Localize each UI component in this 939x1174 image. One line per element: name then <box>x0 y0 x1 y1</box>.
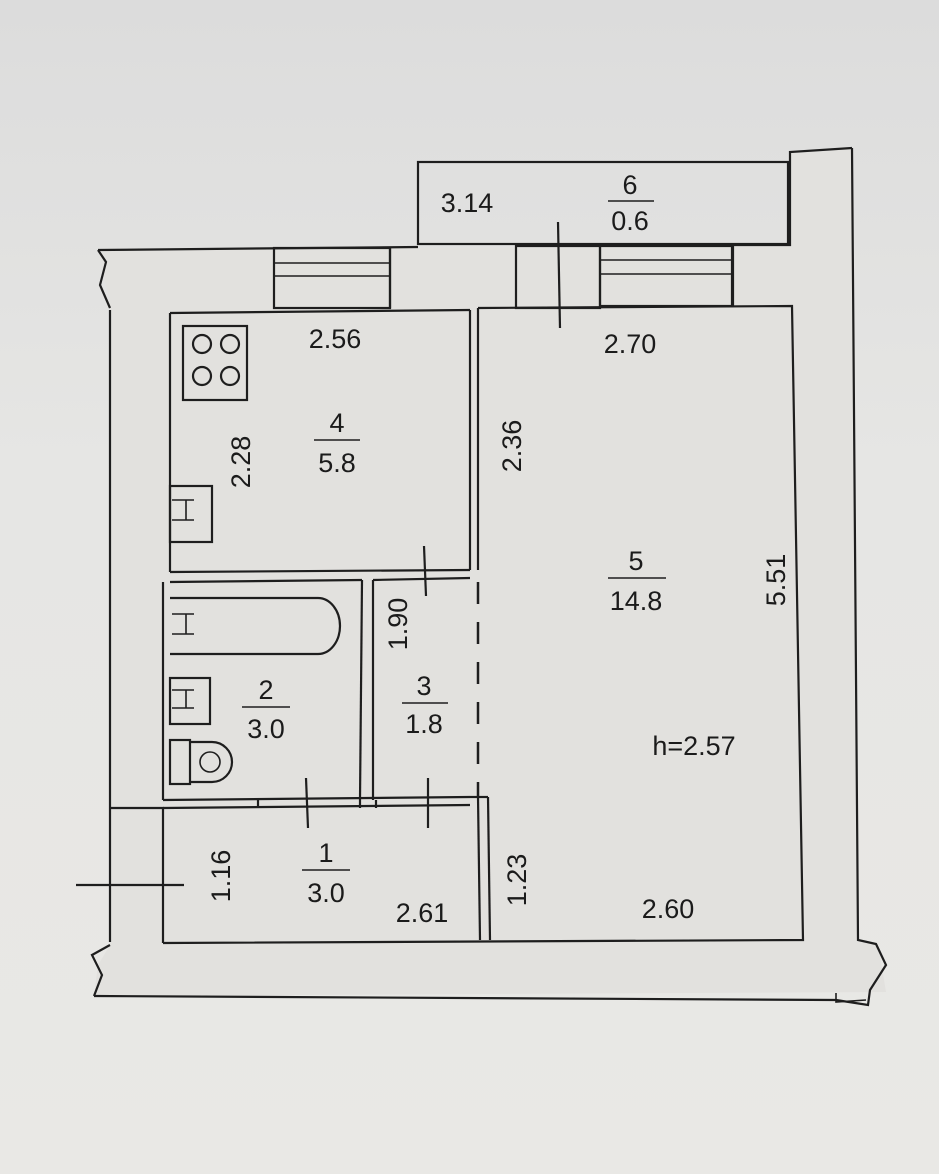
balcony-number: 6 <box>622 170 637 200</box>
stove-icon <box>181 324 249 402</box>
room-2-number: 2 <box>258 675 273 705</box>
dim-room5-width: 2.70 <box>604 329 657 359</box>
room-2-area: 3.0 <box>247 714 285 744</box>
dim-hall-depth: 1.16 <box>206 850 236 903</box>
toilet-icon <box>168 738 234 786</box>
dim-kitchen-right: 2.36 <box>497 420 527 473</box>
room-1-number: 1 <box>318 838 333 868</box>
dim-kitchen-depth: 2.28 <box>226 436 256 489</box>
dim-hall-right: 1.23 <box>502 854 532 907</box>
dim-kitchen-width: 2.56 <box>309 324 362 354</box>
dim-room5-bottom: 2.60 <box>642 894 695 924</box>
room-4-number: 4 <box>329 408 344 438</box>
room-4-area: 5.8 <box>318 448 356 478</box>
fraction-bars <box>242 200 666 871</box>
ceiling-height: h=2.57 <box>652 731 735 761</box>
balcony <box>416 160 790 246</box>
bathtub-icon <box>170 596 342 656</box>
room-3-number: 3 <box>416 671 431 701</box>
room-5-number: 5 <box>628 546 643 576</box>
washbasin-icon <box>168 676 212 726</box>
balcony-area: 0.6 <box>611 206 649 236</box>
kitchen-sink-icon <box>168 484 214 544</box>
room-3-area: 1.8 <box>405 709 443 739</box>
room-5-area: 14.8 <box>610 586 663 616</box>
room-1-area: 3.0 <box>307 878 345 908</box>
dim-hall-width: 2.61 <box>396 898 449 928</box>
dim-closet-depth: 1.90 <box>383 598 413 651</box>
dim-room5-depth: 5.51 <box>761 554 791 607</box>
axis-markers <box>76 221 562 887</box>
outer-wall <box>90 146 888 1007</box>
balcony-length: 3.14 <box>441 188 494 218</box>
